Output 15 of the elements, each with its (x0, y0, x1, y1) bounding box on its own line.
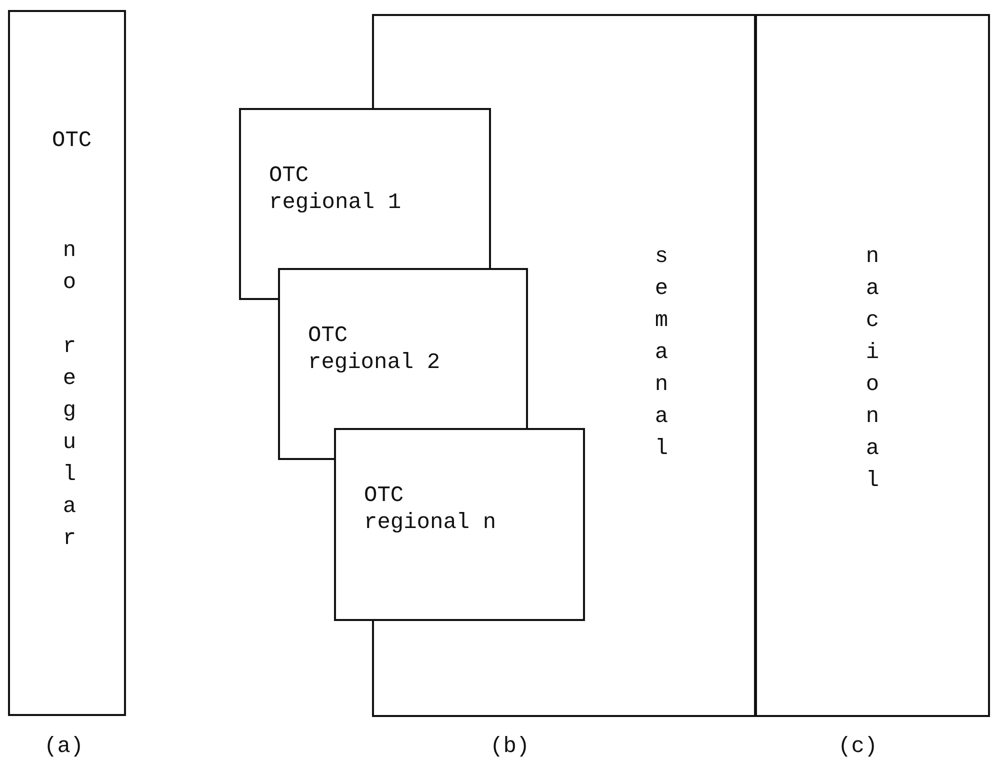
column-box (8, 10, 126, 716)
node-label: OTC (52, 127, 93, 154)
region-box (239, 108, 491, 269)
panel-label: (a) (44, 734, 84, 759)
column-box (755, 14, 990, 717)
panel-label: (b) (490, 734, 530, 759)
vertical-label: no regular (58, 238, 80, 558)
node-label: OTC regional n (364, 482, 498, 536)
panel-label: (c) (838, 734, 878, 759)
vertical-label: nacional (861, 244, 883, 500)
vertical-label: semanal (650, 244, 672, 468)
region-box (278, 268, 528, 429)
node-label: OTC regional 1 (269, 162, 402, 216)
node-label: OTC regional 2 (308, 322, 442, 376)
region-box (334, 428, 585, 621)
